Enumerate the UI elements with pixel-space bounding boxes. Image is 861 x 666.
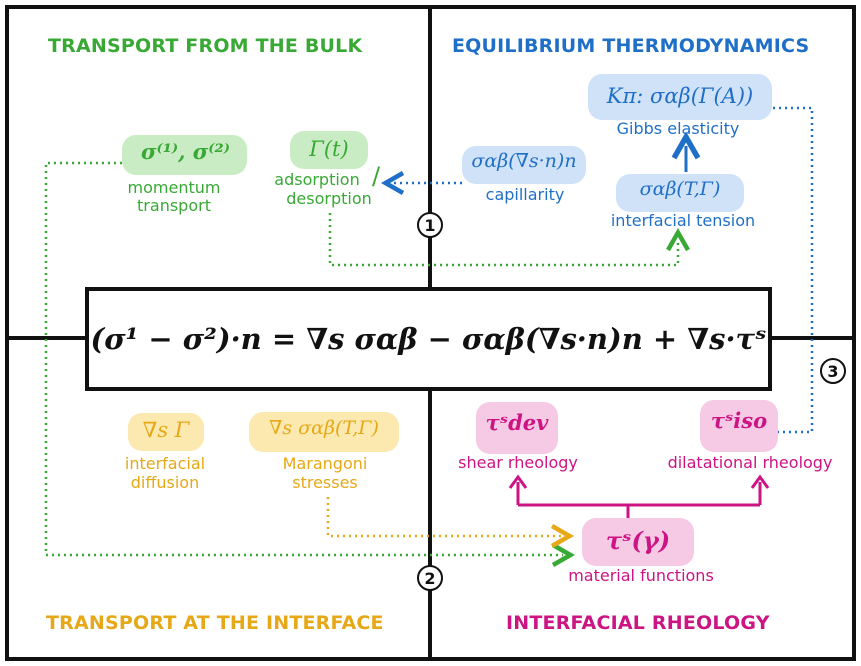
marangoni-connector: [326, 497, 575, 548]
capillarity-label: capillarity: [485, 185, 565, 204]
shear-symbol: τˢdev: [485, 410, 549, 435]
tension-highlight: [616, 174, 744, 212]
adsorption-label-line-2: desorption: [286, 189, 372, 208]
momentum-label-line-2: transport: [137, 196, 211, 215]
marker-3: 3: [820, 358, 846, 384]
marker-1: 1: [417, 212, 443, 238]
title-transport-from-bulk: TRANSPORT FROM THE BULK: [48, 35, 363, 57]
momentum-symbol: σ⁽¹⁾, σ⁽²⁾: [140, 139, 230, 164]
gibbs-symbol: Kπ: σαβ(Γ(A)): [606, 84, 754, 108]
marangoni-label-line-2: stresses: [292, 473, 358, 492]
capillarity-symbol: σαβ(∇s·n)n: [471, 150, 577, 172]
title-interfacial-rheology: INTERFACIAL RHEOLOGY: [506, 612, 770, 634]
rheology-tree: [516, 482, 762, 520]
diffusion-label-line-1: interfacial: [124, 454, 206, 473]
shear-highlight: [476, 402, 558, 454]
adsorption-highlight: [290, 131, 368, 169]
tension-label: interfacial tension: [610, 211, 756, 230]
material-label: material functions: [568, 566, 714, 585]
tension-symbol: σαβ(T,Γ): [639, 178, 721, 200]
title-equilibrium-thermodynamics: EQUILIBRIUM THERMODYNAMICS: [452, 35, 810, 57]
rheology-arrow-left: [508, 474, 528, 489]
marangoni-highlight: [249, 412, 399, 452]
title-transport-at-interface: TRANSPORT AT THE INTERFACE: [46, 612, 384, 634]
shear-label: shear rheology: [458, 453, 578, 472]
balance-equation: (σ¹ − σ²)·n = ∇s σαβ − σαβ(∇s·n)n + ∇s·τ…: [90, 322, 767, 356]
dilatational-label: dilatational rheology: [667, 453, 833, 472]
adsorption-label-line-1: adsorption: [274, 170, 360, 189]
capillarity-highlight: [462, 146, 586, 184]
diffusion-label-line-2: diffusion: [130, 473, 200, 492]
material-symbol: τˢ(γ): [605, 526, 671, 555]
gibbs-connector: [749, 106, 814, 444]
marangoni-symbol: ∇s σαβ(T,Γ): [269, 417, 379, 439]
diffusion-highlight: [128, 413, 204, 451]
momentum-highlight: [122, 135, 247, 175]
equation-box: (σ¹ − σ²)·n = ∇s σαβ − σαβ(∇s·n)n + ∇s·τ…: [85, 287, 772, 391]
dilatational-highlight: [700, 400, 778, 452]
dilatational-symbol: τˢiso: [710, 408, 768, 433]
diffusion-symbol: ∇s Γ: [142, 418, 190, 442]
marangoni-label-line-1: Marangoni: [282, 454, 368, 473]
momentum-label-line-1: momentum: [127, 178, 221, 197]
gibbs-label: Gibbs elasticity: [616, 119, 740, 138]
adsorption-symbol: Γ(t): [309, 137, 349, 161]
rheology-arrow-right: [750, 474, 770, 489]
adsorption-slash: /: [372, 162, 381, 190]
marker-2: 2: [417, 565, 443, 591]
adsorption-connector: [328, 213, 690, 267]
material-highlight: [582, 518, 694, 566]
gibbs-highlight: [588, 74, 772, 120]
momentum-connector: [44, 161, 576, 567]
